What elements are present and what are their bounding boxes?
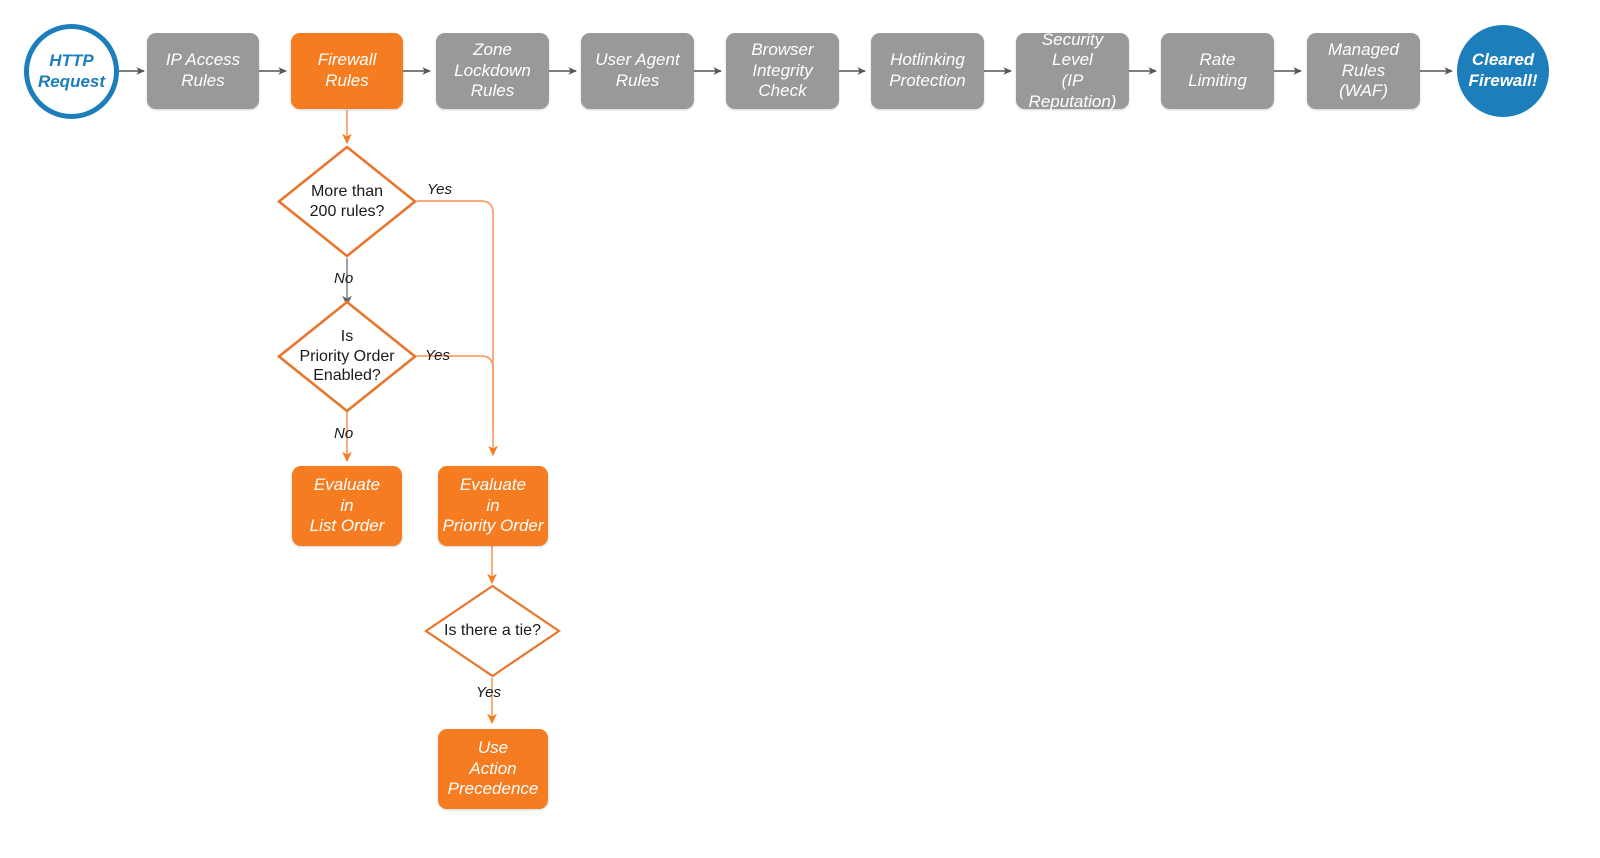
edge-label-yes-more-than-200: Yes [427, 181, 452, 198]
step-ip-access-rules[interactable]: IP Access Rules [147, 33, 259, 109]
outcome-label: Evaluate in Priority Order [442, 474, 544, 536]
decision-is-there-a-tie[interactable]: Is there a tie? [424, 584, 561, 678]
step-firewall-rules[interactable]: Firewall Rules [291, 33, 403, 109]
edge-label-yes-is-tie: Yes [476, 684, 501, 701]
step-label: Hotlinking Protection [889, 50, 966, 90]
decision-label: Is there a tie? [444, 622, 541, 640]
decision-label: Is Priority Order Enabled? [299, 328, 395, 385]
step-browser-integrity-check[interactable]: Browser Integrity Check [726, 33, 839, 109]
edge-label-no-more-than-200: No [334, 270, 353, 287]
outcome-use-action-precedence[interactable]: Use Action Precedence [438, 729, 548, 809]
outcome-evaluate-in-priority-order[interactable]: Evaluate in Priority Order [438, 466, 548, 546]
start-node-http-request[interactable]: HTTP Request [24, 24, 119, 119]
edge-label-text: Yes [427, 181, 453, 198]
step-label: Managed Rules (WAF) [1328, 39, 1399, 101]
step-rate-limiting[interactable]: Rate Limiting [1161, 33, 1274, 109]
step-label: User Agent Rules [595, 50, 680, 90]
step-label: Zone Lockdown Rules [454, 39, 531, 101]
step-label: Browser Integrity Check [751, 39, 814, 101]
step-managed-rules-waf[interactable]: Managed Rules (WAF) [1307, 33, 1420, 109]
step-hotlinking-protection[interactable]: Hotlinking Protection [871, 33, 984, 109]
step-label: Firewall Rules [317, 50, 377, 90]
end-node-cleared-firewall[interactable]: Cleared Firewall! [1457, 25, 1549, 117]
decision-label: More than 200 rules? [309, 182, 385, 220]
step-zone-lockdown-rules[interactable]: Zone Lockdown Rules [436, 33, 549, 109]
step-user-agent-rules[interactable]: User Agent Rules [581, 33, 694, 109]
outcome-label: Use Action Precedence [447, 737, 539, 799]
outcome-label: Evaluate in List Order [309, 474, 385, 536]
edge-label-text: Yes [425, 347, 451, 364]
start-node-label: HTTP Request [37, 50, 106, 91]
step-label: IP Access Rules [165, 50, 241, 90]
step-label: Security Level (IP Reputation) [1028, 29, 1117, 111]
outcome-evaluate-in-list-order[interactable]: Evaluate in List Order [292, 466, 402, 546]
edge-label-no-priority-order: No [334, 425, 353, 442]
edge-label-text: Yes [476, 684, 502, 701]
edge-label-yes-priority-order: Yes [425, 347, 450, 364]
step-label: Rate Limiting [1188, 50, 1247, 90]
edge-label-text: No [334, 270, 354, 287]
edge-label-text: No [334, 425, 354, 442]
decision-priority-order-enabled[interactable]: Is Priority Order Enabled? [277, 300, 417, 413]
step-security-level-ip-reputation[interactable]: Security Level (IP Reputation) [1016, 30, 1129, 111]
end-node-label: Cleared Firewall! [1468, 50, 1538, 90]
decision-more-than-200-rules[interactable]: More than 200 rules? [277, 145, 417, 258]
